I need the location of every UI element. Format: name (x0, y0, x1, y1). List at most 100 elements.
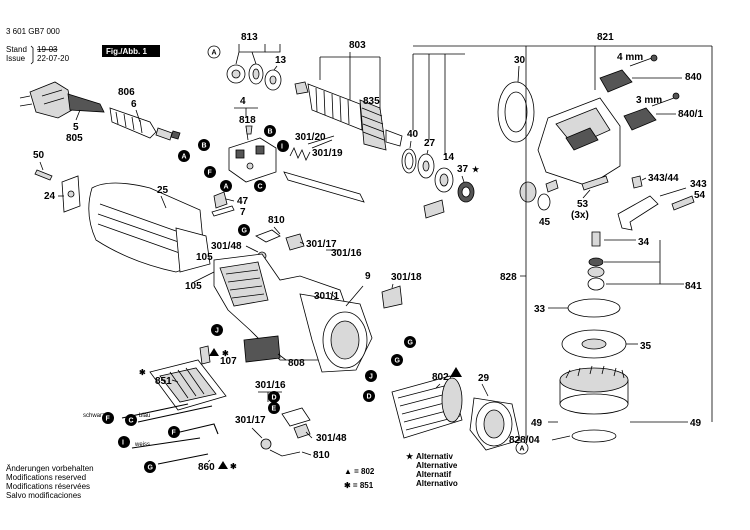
part-53: 53 (577, 199, 589, 210)
screw-54 (671, 195, 695, 211)
switch-group-lower (260, 407, 311, 457)
part-828-04: 828/04 (509, 435, 540, 446)
callout-i-mid: I (281, 144, 283, 151)
wire-label-blue: blau (139, 413, 150, 419)
part-47: 47 (237, 196, 249, 207)
power-cord-assembly (19, 81, 181, 141)
part-30: 30 (514, 55, 526, 66)
part-810: 810 (268, 215, 285, 226)
note-alt-fr: Alternatif (416, 470, 451, 479)
note-changes-de: Änderungen vorbehalten (6, 464, 94, 473)
alt-marker-legend: ★ (406, 452, 414, 461)
part-40: 40 (407, 129, 419, 140)
bearing-13 (264, 69, 282, 91)
callout-j-left: J (215, 328, 219, 335)
callout-j-right: J (369, 374, 373, 381)
ring-40 (401, 148, 417, 174)
rating-plate-808 (243, 335, 281, 363)
bearing-813 (226, 63, 264, 85)
wire-blue (137, 405, 213, 423)
field-winding-802 (391, 375, 463, 439)
callout-a-bottom: A (520, 446, 525, 453)
part-49-a: 49 (531, 418, 543, 429)
ring-33 (567, 298, 621, 318)
callout-d-right: D (367, 394, 372, 401)
callout-f-wire2: F (172, 430, 177, 437)
clamp-lever-840 (599, 54, 658, 93)
part-301-17-b: 301/17 (235, 415, 266, 426)
star-marker-107: ✱ (222, 349, 229, 358)
part-24: 24 (44, 191, 56, 202)
part-13: 13 (275, 55, 287, 66)
callout-circles: A B A B I F A C G J G G J D F C F I (102, 45, 529, 473)
gear-housing-821 (537, 97, 621, 187)
header-block: 3 601 GB7 000 Stand Issue 19-03 22-07-20… (6, 27, 160, 65)
legend-triangle: ▲ = 802 (344, 467, 375, 476)
part-802: 802 (432, 372, 449, 383)
electronic-module-851 (149, 359, 227, 411)
part-828: 828 (500, 272, 517, 283)
part-818: 818 (239, 115, 256, 126)
lever-343 (617, 195, 659, 231)
part-343-44: 343/44 (648, 173, 679, 184)
locking-nut (423, 199, 445, 219)
clamp-lever-840-1 (623, 92, 680, 131)
footer-notes: Änderungen vorbehalten Modifications res… (6, 452, 458, 500)
part-14: 14 (443, 152, 455, 163)
part-301-18: 301/18 (391, 272, 422, 283)
washer-27 (417, 153, 435, 179)
pin-7 (211, 205, 235, 217)
callout-i-wire: I (122, 440, 124, 447)
part-301-48: 301/48 (211, 241, 242, 252)
cord-clamp-24 (61, 175, 81, 213)
legend-star: ✱ = 851 (344, 481, 374, 490)
callout-a-left: A (182, 154, 187, 161)
part-841: 841 (685, 281, 702, 292)
note-alt-es: Alternativo (416, 479, 458, 488)
callout-g-right: G (395, 358, 401, 365)
part-851: 851 (155, 376, 172, 387)
part-45: 45 (539, 217, 551, 228)
wire-label-white: weiss (134, 442, 150, 448)
callout-d-lower: D (272, 395, 277, 402)
part-821: 821 (597, 32, 614, 43)
part-25: 25 (157, 185, 169, 196)
part-805: 805 (66, 133, 83, 144)
label-4mm: 4 mm (617, 52, 643, 63)
part-33: 33 (534, 304, 546, 315)
bearing-45 (537, 193, 551, 211)
issue-date: 22-07-20 (37, 54, 70, 63)
callout-e-lower: E (272, 406, 277, 413)
stand-label: Stand (6, 45, 27, 54)
spindle-gear-assembly (559, 365, 629, 415)
wire-label-black: schwarz (83, 413, 105, 419)
part-107: 107 (220, 356, 237, 367)
spring-343-44 (631, 175, 643, 189)
wire-white (131, 437, 201, 449)
sleeve-107 (199, 345, 211, 365)
spring-301-20 (307, 135, 335, 149)
drawing-code: 3 601 GB7 000 (6, 27, 60, 36)
triangle-marker-860 (218, 461, 228, 469)
field-housing-25 (88, 182, 211, 273)
part-5: 5 (73, 122, 79, 133)
part-35: 35 (640, 341, 652, 352)
part-54: 54 (694, 190, 706, 201)
callout-b-mid: B (268, 129, 273, 136)
callout-c-wire: C (129, 418, 134, 425)
part-27: 27 (424, 138, 436, 149)
bearing-14 (434, 167, 454, 193)
part-343: 343 (690, 179, 707, 190)
triangle-marker-802 (450, 367, 462, 377)
note-changes-en: Modifications reserved (6, 473, 86, 482)
spring-301-19 (289, 147, 311, 161)
part-7: 7 (240, 207, 246, 218)
gear-housing-flange-30 (497, 81, 535, 143)
part-860: 860 (198, 462, 215, 473)
callout-c-mid: C (258, 184, 263, 191)
part-301-16-b: 301/16 (255, 380, 286, 391)
part-34: 34 (638, 237, 650, 248)
stand-date: 19-03 (37, 45, 58, 54)
part-301-48-b: 301/48 (316, 433, 347, 444)
